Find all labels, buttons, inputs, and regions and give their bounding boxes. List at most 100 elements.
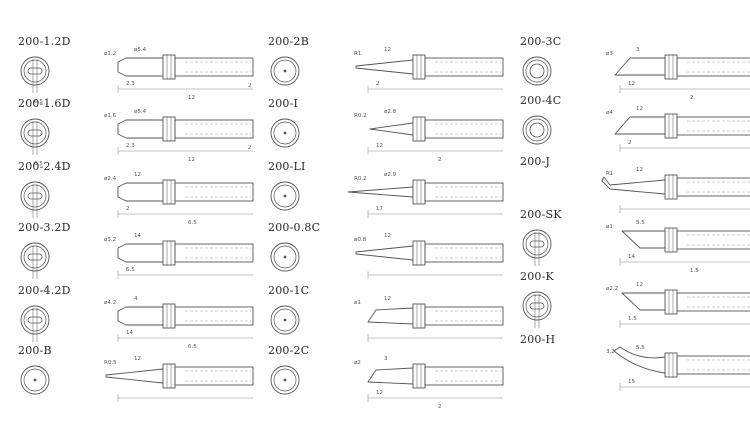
- end-view-icon: [270, 365, 300, 395]
- tip-side-view: [117, 303, 254, 342]
- dimension-label: R0.2: [354, 176, 367, 182]
- end-view-icon: [522, 229, 552, 266]
- dimension-label: 6.5: [34, 161, 43, 167]
- end-view-icon: [270, 56, 300, 86]
- dimension-label: ø2: [354, 360, 361, 366]
- tip-side-view: [601, 174, 750, 213]
- dimension-label: 3.2: [606, 349, 615, 355]
- tip-side-view: [347, 179, 504, 218]
- tip-drawing: R0.2ø2.917: [270, 172, 504, 218]
- dimension-label: 12: [636, 106, 643, 112]
- tip-model-label: 200-I: [268, 97, 299, 110]
- end-view-icon: [20, 242, 50, 279]
- tip-model-label: 200-3.2D: [18, 221, 71, 234]
- dimension-label: 3: [636, 47, 640, 53]
- dimension-label: 15: [628, 379, 635, 385]
- tip-side-view: [614, 54, 750, 93]
- tip-200-b: 200-B R0.5 12: [18, 344, 254, 404]
- dimension-label: 12: [636, 282, 643, 288]
- dimension-label: ø3: [606, 51, 613, 57]
- dimension-label: 2: [438, 157, 442, 163]
- tip-model-label: 200-2C: [268, 344, 310, 357]
- dimension-label: ø1.2: [104, 51, 116, 57]
- dimension-label: 2.3: [126, 143, 135, 149]
- dimension-label: 6.5: [126, 267, 135, 273]
- tip-model-label: 200-LI: [268, 160, 306, 173]
- dimension-label: 2: [628, 140, 632, 146]
- dimension-label: 6.5: [188, 344, 197, 350]
- tip-model-label: 200-2.4D: [18, 160, 71, 173]
- tip-side-view: [117, 116, 254, 155]
- dimension-label: 2: [126, 206, 130, 212]
- dimension-label: ø1.6: [104, 113, 117, 119]
- dimension-label: ø5.4: [134, 47, 147, 53]
- dimension-label: ø0.8: [354, 237, 367, 243]
- end-view-icon: [270, 305, 300, 335]
- dimension-label: R0.5: [104, 360, 117, 366]
- tip-side-view: [619, 289, 750, 328]
- tip-side-view: [613, 346, 750, 391]
- end-view-icon: [270, 118, 300, 148]
- end-view-icon: [270, 242, 300, 272]
- tip-drawing: ø2.2 12 1.5: [522, 282, 750, 328]
- end-view-icon: [20, 118, 50, 155]
- tip-side-view: [355, 54, 504, 93]
- dimension-label: 14: [628, 254, 635, 260]
- tip-side-view: [367, 363, 504, 402]
- tip-side-view: [117, 54, 254, 93]
- dimension-label: 12: [134, 172, 141, 178]
- dimension-label: 12: [384, 47, 391, 53]
- tip-side-view: [355, 240, 504, 279]
- tip-model-label: 200-1.2D: [18, 35, 71, 48]
- dimension-label: 6.5: [34, 99, 43, 105]
- dimension-label: 12: [384, 296, 391, 302]
- tip-drawing: ø0.812: [270, 233, 504, 279]
- dimension-label: 5.5: [636, 220, 645, 226]
- dimension-label: 6.5: [188, 220, 197, 226]
- tip-model-label: 200-1.6D: [18, 97, 71, 110]
- dimension-label: 2: [248, 145, 252, 151]
- dimension-label: 12: [188, 95, 195, 101]
- tip-model-label: 200-1C: [268, 284, 310, 297]
- tip-model-label: 200-4C: [520, 94, 562, 107]
- end-view-icon: [522, 291, 552, 328]
- tip-drawing: ø3 3 12 2: [522, 47, 750, 101]
- dimension-label: 1.5: [628, 316, 637, 322]
- tip-side-view: [367, 116, 504, 155]
- end-view-icon: [270, 181, 300, 211]
- dimension-label: ø4.2: [104, 300, 116, 306]
- dimension-label: ø2.2: [606, 286, 618, 292]
- tip-model-label: 200-J: [520, 155, 551, 168]
- dimension-label: 12: [636, 167, 643, 173]
- tip-model-label: 200-B: [18, 344, 52, 357]
- dimension-label: 5.5: [636, 345, 645, 351]
- tip-side-view: [117, 179, 254, 218]
- dimension-label: 14: [134, 233, 141, 239]
- dimension-label: 1.5: [690, 268, 699, 274]
- dimension-label: ø2.8: [384, 109, 397, 115]
- dimension-label: 2.3: [126, 81, 135, 87]
- dimension-label: 2: [438, 404, 442, 410]
- dimension-label: 2: [376, 81, 380, 87]
- dimension-label: 14: [126, 330, 133, 336]
- dimension-label: 12: [134, 356, 141, 362]
- dimension-label: 12: [628, 81, 635, 87]
- dimension-label: 2: [690, 95, 694, 101]
- dimension-label: R1: [354, 51, 361, 57]
- tip-model-label: 200-H: [520, 333, 556, 346]
